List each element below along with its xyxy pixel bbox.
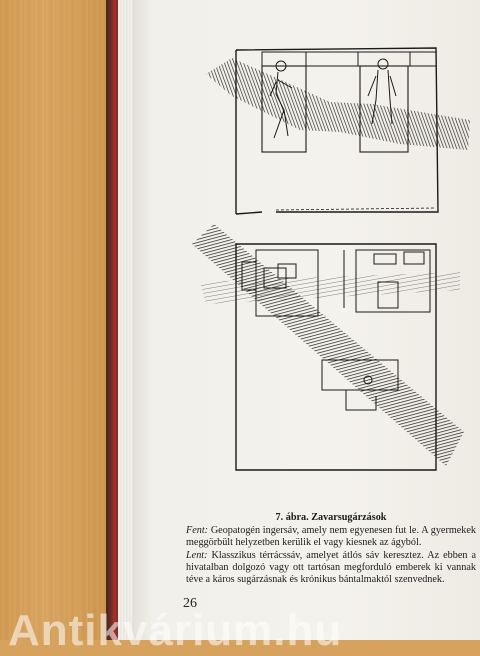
caption-top-label: Fent: <box>186 525 209 537</box>
bottom-horizontal-band <box>200 272 460 304</box>
bottom-diagonal-band <box>192 224 464 466</box>
book-cover-edge <box>106 0 120 640</box>
figure-7-floor-plans <box>192 47 470 471</box>
caption-bottom-paragraph: Lent: Klasszikus térrácssáv, amelyet átl… <box>186 550 476 587</box>
page-number: 26 <box>183 596 197 611</box>
watermark: Antikvárium.hu <box>8 606 343 655</box>
caption-top-text: Geopatogén ingersáv, amely nem egyenesen… <box>186 525 476 549</box>
caption-top-paragraph: Fent: Geopatogén ingersáv, amely nem egy… <box>186 525 476 549</box>
page-edges <box>118 0 134 640</box>
top-disturbance-band <box>206 58 470 150</box>
caption-title: 7. ábra. Zavarsugárzások <box>275 512 387 523</box>
caption-bottom-label: Lent: <box>186 549 208 561</box>
wooden-table-surface <box>0 0 110 640</box>
child-figure-right <box>367 58 397 125</box>
caption-bottom-text: Klasszikus térrácssáv, amelyet átlós sáv… <box>186 549 477 586</box>
figure-caption: 7. ábra. Zavarsugárzások Fent: Geopatogé… <box>186 512 476 586</box>
